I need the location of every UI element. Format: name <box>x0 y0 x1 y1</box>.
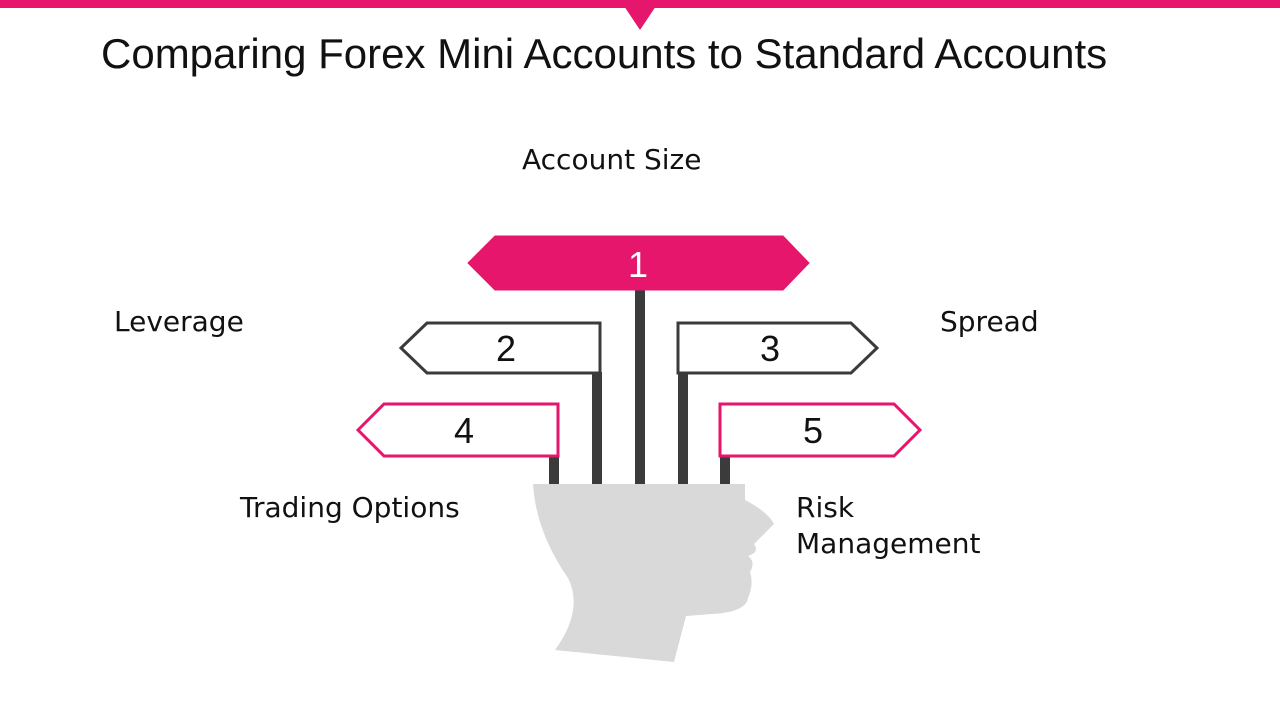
sign-2-number: 2 <box>496 328 516 369</box>
label-spread: Spread <box>940 305 1039 338</box>
sign-5: 5 <box>718 402 923 458</box>
post-3 <box>678 372 688 484</box>
post-5 <box>720 456 730 484</box>
post-1 <box>635 290 645 484</box>
head-silhouette-icon <box>533 484 774 662</box>
sign-1-board <box>467 235 810 291</box>
label-account-size: Account Size <box>522 143 702 176</box>
post-2 <box>592 372 602 484</box>
sign-2-board <box>398 321 602 375</box>
sign-1: 1 <box>467 235 810 291</box>
sign-4-number: 4 <box>454 410 474 451</box>
top-accent-bar <box>0 0 1280 8</box>
sign-3-board <box>676 321 880 375</box>
sign-1-number: 1 <box>628 244 648 285</box>
sign-5-board <box>718 402 923 458</box>
sign-5-number: 5 <box>803 410 823 451</box>
sign-2: 2 <box>398 321 602 375</box>
post-4 <box>549 456 559 484</box>
sign-4: 4 <box>355 402 560 458</box>
top-notch-icon <box>624 6 656 30</box>
label-leverage: Leverage <box>114 305 244 338</box>
label-trading-options: Trading Options <box>240 491 460 524</box>
slide-title: Comparing Forex Mini Accounts to Standar… <box>101 30 1108 77</box>
sign-3-number: 3 <box>760 328 780 369</box>
sign-4-board <box>355 402 560 458</box>
sign-3: 3 <box>676 321 880 375</box>
label-risk-management: Risk Management <box>796 491 981 560</box>
